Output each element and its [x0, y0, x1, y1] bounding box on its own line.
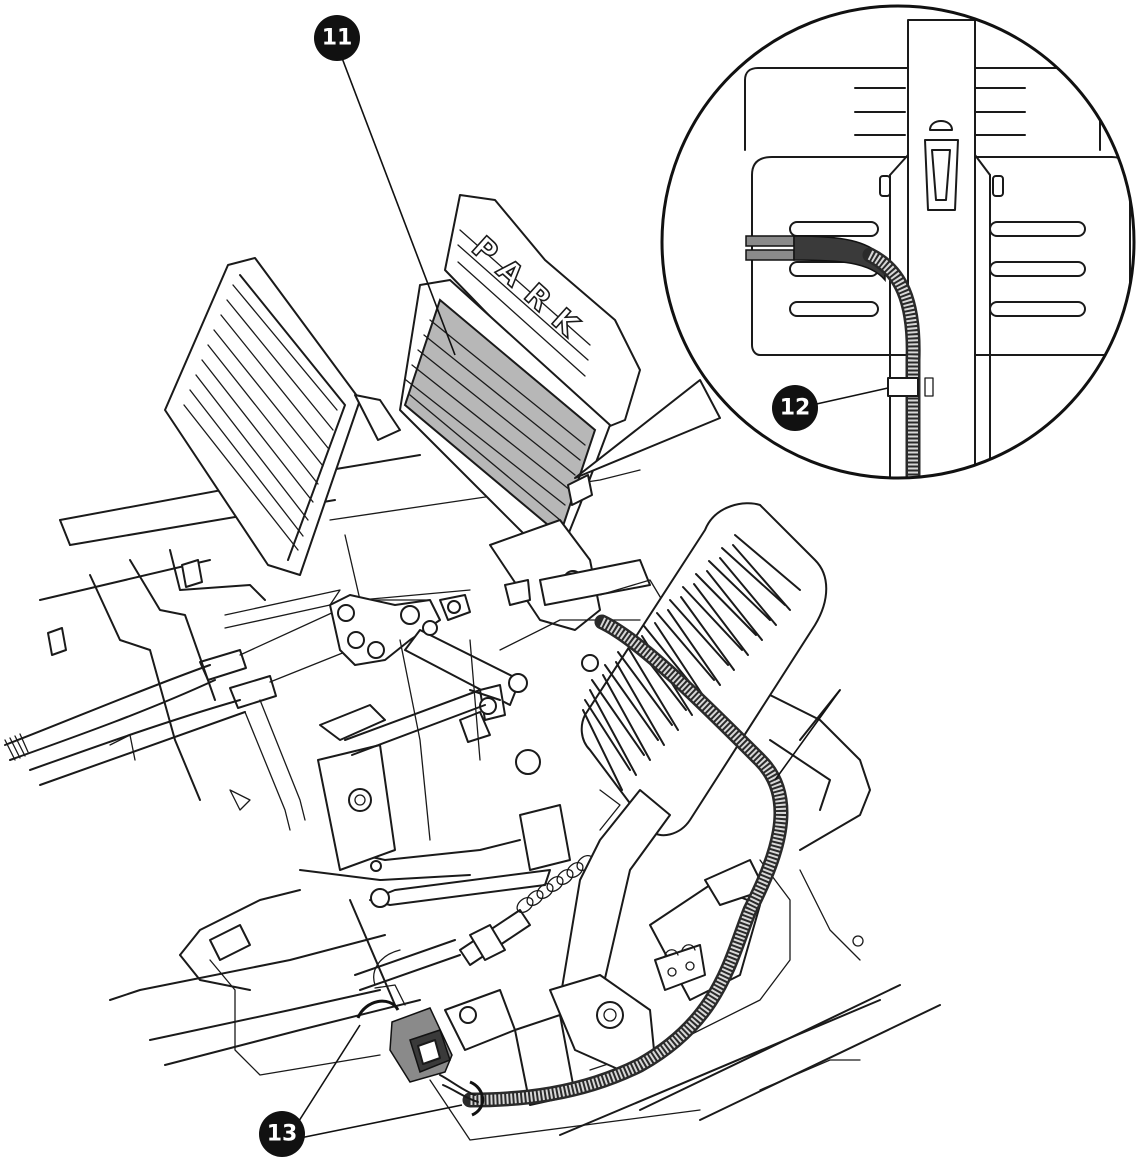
inset-pointer	[574, 379, 721, 479]
svg-text:12: 12	[780, 396, 811, 421]
svg-text:13: 13	[267, 1122, 298, 1147]
detail-inset	[574, 4, 1136, 480]
wire-harness	[462, 614, 789, 1108]
spring-rod	[349, 854, 608, 1006]
callout-11: 11	[314, 15, 360, 61]
brake-pedal-ribs	[183, 284, 338, 551]
callout-13: 13	[259, 1111, 305, 1157]
linkage-mechanism	[317, 559, 681, 908]
park-pedal: PARK	[399, 194, 641, 631]
callout-leaders	[289, 57, 889, 1139]
callout-12: 12	[772, 385, 818, 431]
park-pedal-ribs	[405, 319, 586, 521]
park-pedal-top-ribs	[457, 229, 591, 377]
coil-spring	[516, 854, 594, 914]
brake-pedal	[164, 257, 401, 576]
chassis-frame	[39, 454, 941, 1141]
svg-text:11: 11	[322, 26, 353, 51]
harness-connector	[356, 949, 485, 1117]
accelerator-pedal	[444, 502, 828, 1106]
inset-top-slots	[854, 87, 1026, 136]
